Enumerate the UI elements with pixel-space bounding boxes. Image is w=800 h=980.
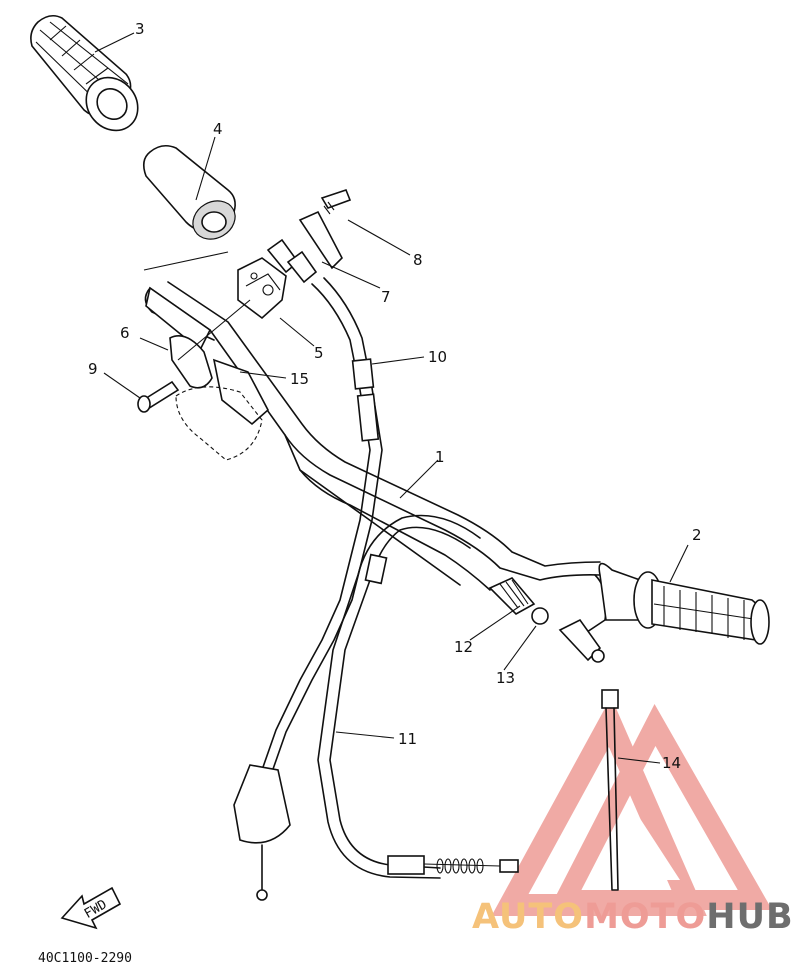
watermark-text: AUTOMOTOHUB [472, 897, 794, 937]
part-labels: 1 2 3 4 5 6 7 8 9 10 11 12 13 14 15 [88, 20, 702, 772]
part-label-9: 9 [88, 360, 98, 378]
throttle-housing [237, 257, 287, 320]
leader-lines [94, 32, 689, 764]
cable-adjusters [266, 189, 352, 284]
part-label-6: 6 [120, 324, 130, 342]
part-label-5: 5 [314, 344, 324, 362]
left-clamp-assembly [137, 286, 270, 461]
right-grip [598, 562, 770, 645]
part-label-3: 3 [135, 20, 145, 38]
diagram-code: 40C1100-2290 [38, 951, 132, 966]
clutch-cable [317, 514, 519, 879]
left-grip [30, 14, 139, 132]
part-label-1: 1 [435, 448, 445, 466]
part-label-15: 15 [290, 370, 309, 388]
watermark-logo-center [590, 800, 680, 880]
cable-tie [601, 689, 619, 891]
handlebar [144, 281, 608, 641]
part-label-13: 13 [496, 669, 515, 687]
part-label-8: 8 [413, 251, 423, 269]
part-label-12: 12 [454, 638, 473, 656]
part-label-10: 10 [428, 348, 447, 366]
watermark-text-moto: MOTO [584, 897, 706, 937]
watermark-text-auto: AUTO [472, 897, 584, 937]
throttle-cable [233, 277, 383, 901]
part-label-7: 7 [381, 288, 391, 306]
watermark-text-hub: HUB [706, 897, 793, 937]
watermark-logo [491, 697, 773, 916]
part-label-14: 14 [662, 754, 681, 772]
part-label-2: 2 [692, 526, 702, 544]
clutch-holder [488, 577, 605, 663]
part-label-4: 4 [213, 120, 223, 138]
throttle-grip [142, 144, 236, 240]
part-label-11: 11 [398, 730, 417, 748]
fwd-arrow: FWD [60, 886, 122, 930]
